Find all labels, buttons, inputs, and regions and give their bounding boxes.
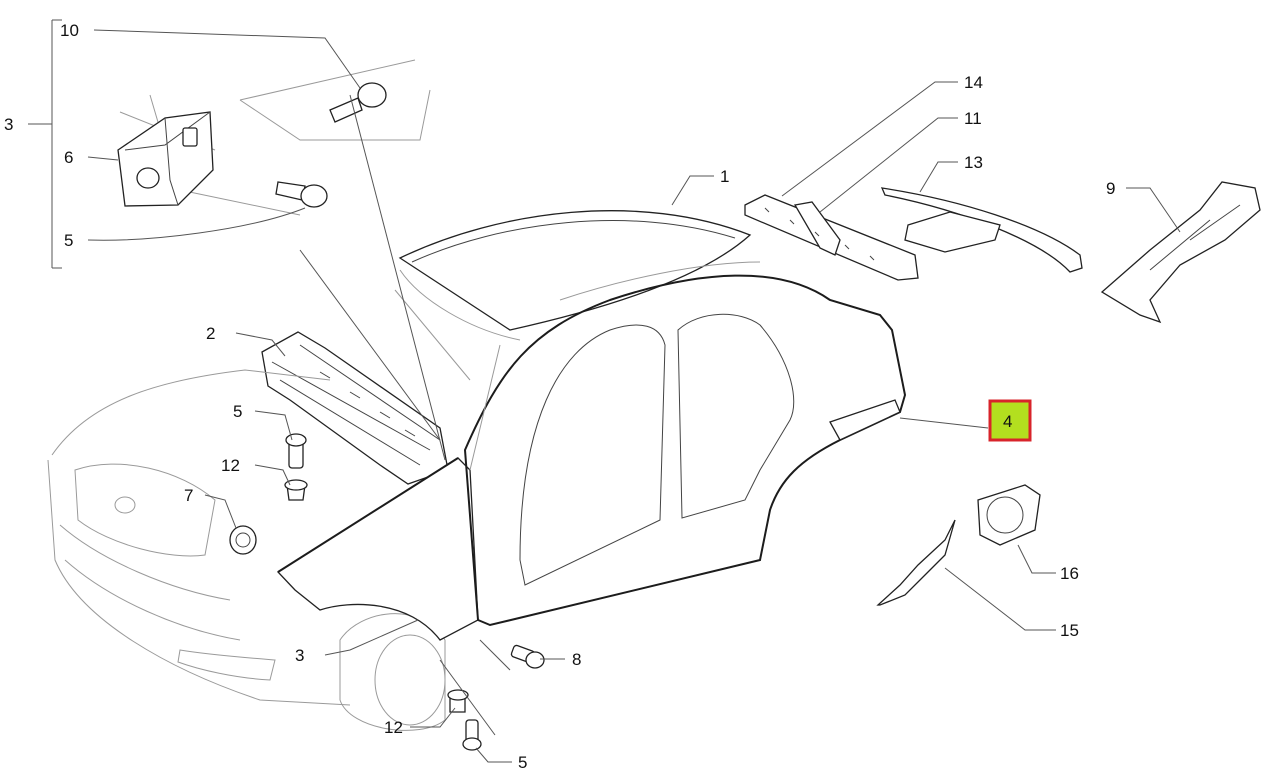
callout-8: 8: [572, 650, 581, 669]
callout-labels: 10 3 6 5 2 5 12 7 3 8 12 5 1 14 11 13 9 …: [4, 21, 1115, 772]
callout-4-highlight[interactable]: 4: [988, 399, 1032, 442]
callout-11: 11: [964, 109, 982, 128]
part-fasteners-lower: [447, 644, 545, 751]
part-bracket-plate: [117, 111, 214, 207]
part-fasteners-middle: [229, 433, 308, 555]
callout-4: 4: [1003, 412, 1012, 431]
leader-lines: [87, 29, 1181, 763]
callout-16: 16: [1060, 564, 1079, 583]
callout-5-bottom: 5: [518, 753, 527, 772]
callout-5-top: 5: [64, 231, 73, 250]
part-rear-rail: [880, 187, 1083, 273]
callout-2: 2: [206, 324, 215, 343]
part-front-fender: [276, 457, 479, 641]
callout-13: 13: [964, 153, 983, 172]
part-body-side: [394, 261, 907, 627]
callout-12-bottom: 12: [384, 718, 403, 737]
part-roof-panel: [398, 210, 752, 331]
callout-15: 15: [1060, 621, 1079, 640]
part-roof-rails: [744, 194, 919, 281]
callout-3-wing: 3: [295, 646, 304, 665]
callout-9: 9: [1106, 179, 1115, 198]
bracket-group-frame: [28, 19, 431, 269]
ghost-front-car: [47, 369, 446, 731]
part-bolt-large: [329, 82, 387, 123]
callout-1: 1: [720, 167, 729, 186]
callout-3-frame: 3: [4, 115, 13, 134]
part-fuel-filler-housing: [977, 484, 1041, 546]
part-bolt-small-top: [275, 181, 328, 208]
callout-12-mid: 12: [221, 456, 240, 475]
part-rear-quarter-lower: [829, 399, 901, 441]
callout-6: 6: [64, 148, 73, 167]
part-lower-bracket: [876, 519, 956, 606]
callout-14: 14: [964, 73, 983, 92]
callout-7: 7: [184, 486, 193, 505]
part-pillar-reinforcement: [1100, 181, 1261, 324]
callout-10: 10: [60, 21, 79, 40]
callout-5-mid: 5: [233, 402, 242, 421]
